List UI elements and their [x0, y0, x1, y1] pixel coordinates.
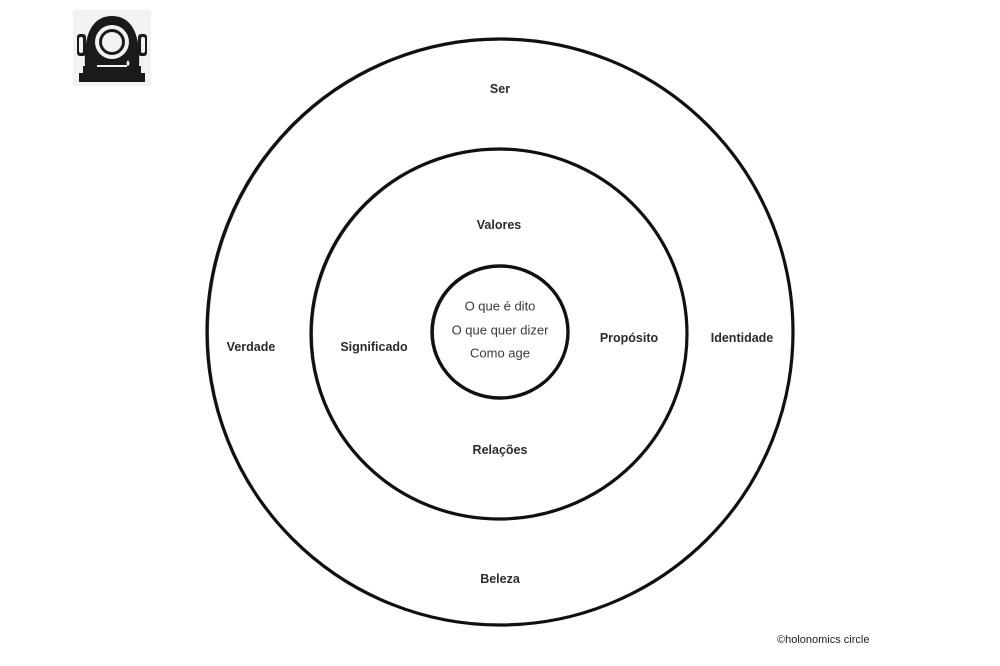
inner-line-3: Como age [470, 345, 530, 361]
outer-label-right: Identidade [710, 331, 774, 345]
middle-label-left: Significado [340, 340, 408, 354]
middle-label-right: Propósito [599, 331, 659, 345]
copyright-credit: ©holonomics circle [777, 634, 870, 646]
diving-helmet-icon [73, 10, 151, 91]
middle-label-top: Valores [476, 218, 522, 232]
outer-label-left: Verdade [226, 340, 276, 354]
inner-line-2: O que quer dizer [451, 322, 549, 338]
middle-label-bottom: Relações [472, 443, 528, 457]
outer-label-top: Ser [489, 82, 511, 96]
inner-line-1: O que é dito [464, 298, 536, 314]
outer-label-bottom: Beleza [480, 572, 520, 586]
